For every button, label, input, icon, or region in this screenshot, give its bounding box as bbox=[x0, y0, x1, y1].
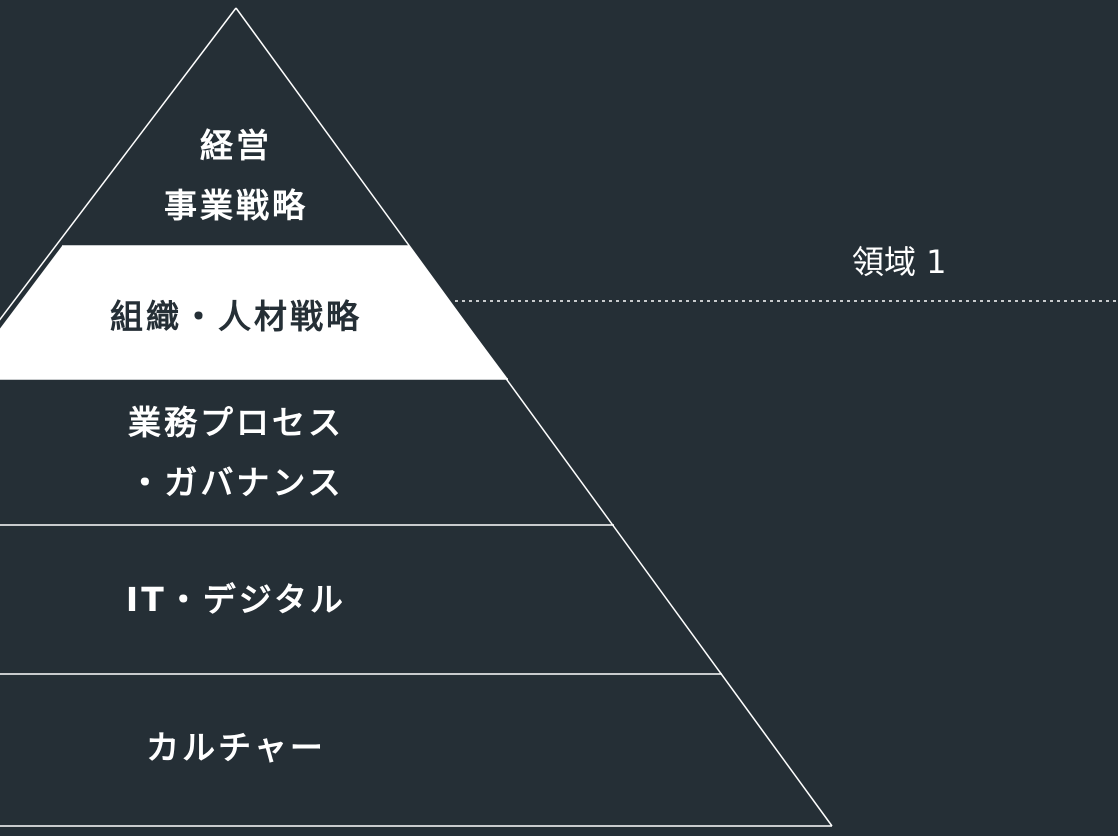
tier-label-it-digital: IT・デジタル bbox=[16, 570, 456, 630]
tier-label-business-process-line-1: 業務プロセス bbox=[128, 403, 344, 442]
tier-label-management-line-2: 事業戦略 bbox=[164, 186, 308, 225]
tier-label-business-process: 業務プロセス ・ガバナンス bbox=[16, 393, 456, 513]
tier-label-organization-hr-line-1: 組織・人材戦略 bbox=[110, 297, 362, 336]
pyramid-left-edge bbox=[0, 7, 237, 321]
tier-label-management-line-1: 経営 bbox=[200, 126, 272, 165]
tier-label-management: 経営 事業戦略 bbox=[16, 116, 456, 236]
tier-label-culture-line-1: カルチャー bbox=[146, 728, 326, 767]
tier-label-organization-hr: 組織・人材戦略 bbox=[16, 287, 456, 347]
tier-label-business-process-line-2: ・ガバナンス bbox=[128, 463, 344, 502]
tier-label-culture: カルチャー bbox=[16, 718, 456, 778]
tier-label-it-digital-line-1: IT・デジタル bbox=[125, 580, 347, 619]
area-label: 領域 1 bbox=[852, 243, 947, 281]
tier-highlight-fill bbox=[0, 246, 508, 379]
pyramid-right-edge bbox=[235, 7, 833, 827]
